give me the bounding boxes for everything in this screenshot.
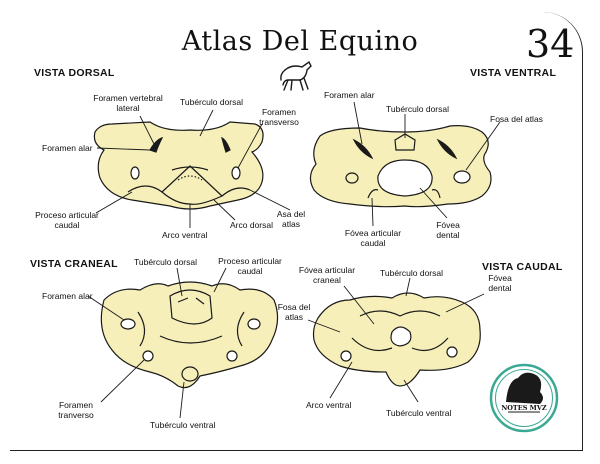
view-title-craneal: VISTA CRANEAL xyxy=(30,258,118,270)
label-proceso-articular-caudal-dorsal: Proceso articular caudal xyxy=(35,210,99,230)
label-foramen-transverso: Foramen transverso xyxy=(259,107,299,127)
atlas-ventral-view xyxy=(309,125,492,208)
atlas-caudal-view xyxy=(312,292,481,387)
view-title-dorsal: VISTA DORSAL xyxy=(34,67,115,79)
label-proceso-articular-caudal-craneal: Proceso articular caudal xyxy=(218,256,282,276)
horse-icon xyxy=(280,60,312,91)
leader-lines xyxy=(87,101,501,419)
label-arco-ventral-dorsal: Arco ventral xyxy=(162,230,208,240)
label-fovea-articular-craneal: Fóvea articular craneal xyxy=(298,265,356,285)
logo-text: NOTES MVZ xyxy=(501,404,547,412)
label-foramen-tranverso: Foramen tranverso xyxy=(58,400,94,420)
label-fovea-dental-ventral: Fóvea dental xyxy=(436,220,460,240)
label-tuberculo-dorsal-ventral: Tubérculo dorsal xyxy=(386,104,449,114)
label-fovea-articular-caudal: Fóvea articular caudal xyxy=(344,228,402,248)
label-tuberculo-ventral-craneal: Tubérculo ventral xyxy=(150,420,216,430)
page-border xyxy=(10,12,583,451)
label-arco-ventral-caudal: Arco ventral xyxy=(306,400,352,410)
label-tuberculo-ventral-caudal: Tubérculo ventral xyxy=(386,408,452,418)
label-fosa-del-atlas-ventral: Fosa del atlas xyxy=(490,114,543,124)
label-foramen-vertebral-lateral: Foramen vertebral lateral xyxy=(93,93,163,113)
label-asa-del-atlas: Asa del atlas xyxy=(276,209,306,229)
label-tuberculo-dorsal-dorsal: Tubérculo dorsal xyxy=(180,97,243,107)
label-fovea-dental-caudal: Fóvea dental xyxy=(488,273,512,293)
atlas-dorsal-view xyxy=(93,121,264,210)
label-foramen-alar-craneal: Foramen alar xyxy=(42,291,93,301)
notes-mvz-logo xyxy=(489,363,559,433)
label-tuberculo-dorsal-craneal: Tubérculo dorsal xyxy=(134,257,197,267)
label-foramen-alar-dorsal: Foramen alar xyxy=(42,143,93,153)
atlas-craneal-view xyxy=(100,281,279,389)
label-fosa-del-atlas-caudal: Fosa del atlas xyxy=(277,302,311,322)
view-title-caudal: VISTA CAUDAL xyxy=(482,261,563,273)
label-tuberculo-dorsal-caudal: Tubérculo dorsal xyxy=(380,268,443,278)
view-title-ventral: VISTA VENTRAL xyxy=(470,67,557,79)
page-title: Atlas Del Equino xyxy=(181,26,419,57)
label-arco-dorsal: Arco dorsal xyxy=(230,220,273,230)
page-number: 34 xyxy=(526,22,575,66)
label-foramen-alar-ventral: Foramen alar xyxy=(324,90,375,100)
